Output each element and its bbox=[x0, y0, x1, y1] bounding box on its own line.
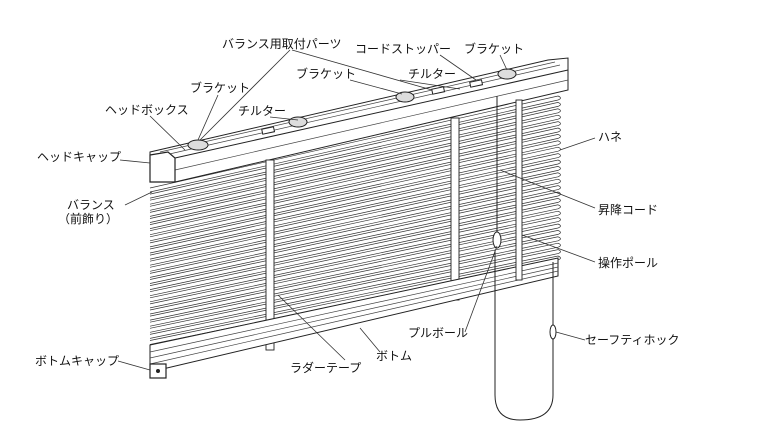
label-bracket-mid: ブラケット bbox=[296, 66, 356, 81]
pull-ball-icon bbox=[492, 231, 502, 249]
head-cap bbox=[149, 151, 176, 183]
tilter-left-icon bbox=[261, 126, 276, 135]
label-bracket-right: ブラケット bbox=[464, 41, 524, 56]
controls bbox=[492, 96, 557, 421]
label-bottom-rail: ボトム bbox=[376, 349, 412, 363]
bracket-right-icon bbox=[497, 68, 517, 80]
label-wand: 操作ポール bbox=[598, 255, 658, 270]
label-bracket-left: ブラケット bbox=[190, 80, 250, 95]
label-head-box: ヘッドボックス bbox=[105, 103, 189, 117]
label-tilter-right: チルター bbox=[408, 67, 456, 81]
bracket-left-icon bbox=[187, 139, 209, 151]
label-balance-parts: バランス用取付パーツ bbox=[222, 37, 342, 51]
leader-lines bbox=[117, 49, 596, 371]
safety-hook-icon bbox=[549, 324, 557, 340]
tilter-right-icon bbox=[431, 86, 446, 95]
bracket-mid-left-icon bbox=[288, 116, 308, 128]
label-lift-cord: 昇降コード bbox=[598, 203, 658, 217]
bracket-mid-icon bbox=[395, 91, 415, 103]
label-pull-ball: プルボール bbox=[408, 326, 468, 340]
label-cord-stopper: コードストッパー bbox=[355, 42, 451, 56]
cord-loop bbox=[494, 250, 554, 421]
label-valance-sub: （前飾り） bbox=[58, 211, 118, 226]
cord-stopper-icon bbox=[469, 79, 484, 88]
label-valance: バランス bbox=[67, 198, 115, 212]
label-ladder-tape: ラダーテープ bbox=[290, 360, 361, 375]
label-head-cap: ヘッドキャップ bbox=[37, 150, 121, 164]
wand-icon bbox=[515, 99, 523, 281]
bracket-icons bbox=[187, 68, 517, 151]
label-tilter-left: チルター bbox=[238, 104, 286, 118]
labels: バランス用取付パーツ コードストッパー ブラケット ブラケット チルター ブラケ… bbox=[35, 37, 680, 375]
label-bottom-cap: ボトムキャップ bbox=[35, 354, 119, 368]
label-slat: ハネ bbox=[598, 130, 622, 144]
label-safety-hook: セーフティホック bbox=[585, 333, 680, 347]
bottom-rail bbox=[149, 257, 559, 379]
